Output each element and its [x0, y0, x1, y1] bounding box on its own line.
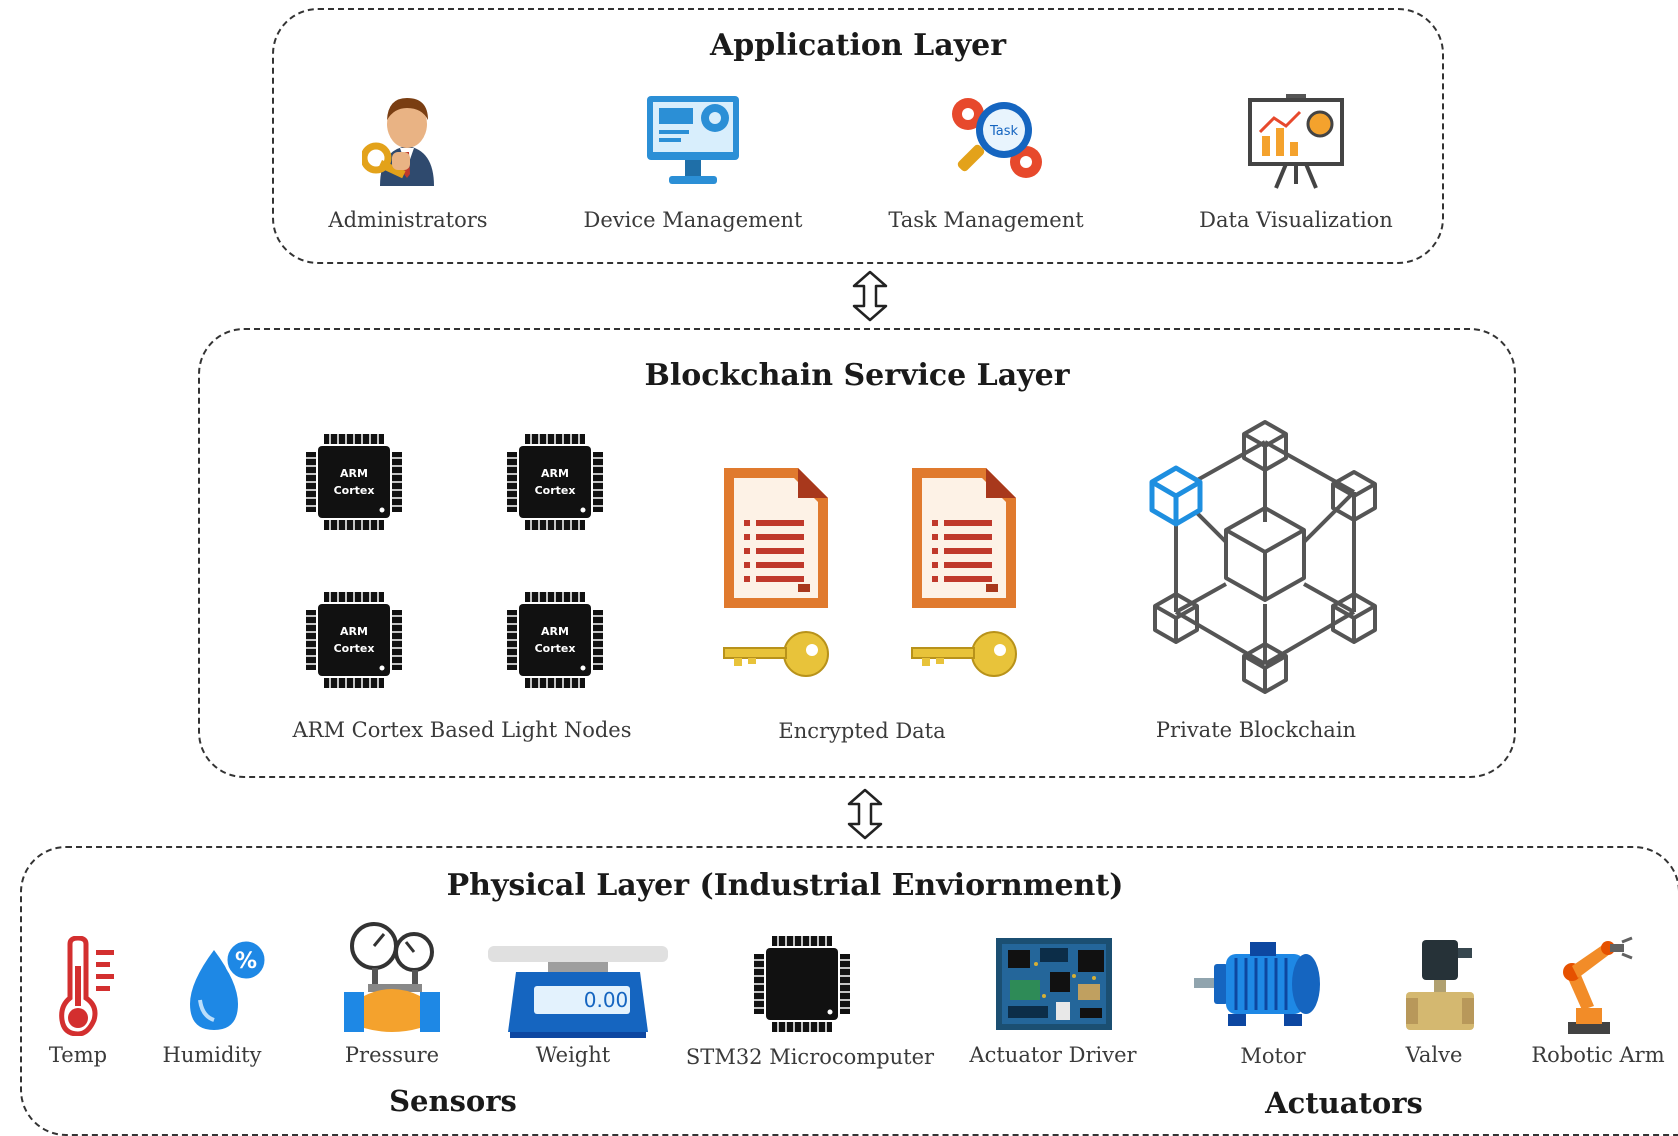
thermometer-icon: [59, 936, 114, 1036]
double-arrow-icon: [847, 788, 883, 840]
layer-title: Physical Layer (Industrial Enviornment): [446, 868, 1124, 903]
administrator-icon: [362, 98, 434, 186]
blockchain-group-label: ARM Cortex Based Light Nodes: [292, 718, 632, 742]
app-item-label: Data Visualization: [1199, 208, 1393, 232]
humidity-badge-text: %: [235, 949, 257, 974]
blockchain-service-layer: Blockchain Service Layer: [198, 328, 1516, 778]
task-badge-text: Task: [989, 124, 1019, 139]
double-arrow-icon: [852, 270, 888, 322]
physical-item-label: Weight: [535, 1043, 611, 1067]
physical-item-label: Pressure: [344, 1043, 440, 1067]
data-visualization-icon: [1248, 94, 1344, 189]
chip-text: Cortex: [535, 484, 576, 497]
arm-cortex-chip-icon: ARM Cortex: [507, 592, 603, 688]
physical-item-label: Temp: [48, 1043, 108, 1067]
arm-cortex-chip-icon: ARM Cortex: [507, 434, 603, 530]
chip-text: Cortex: [334, 642, 375, 655]
humidity-drop-icon: %: [190, 938, 268, 1030]
application-layer: Application Layer: [272, 8, 1444, 264]
blockchain-group-label: Encrypted Data: [778, 719, 946, 743]
layer-title: Blockchain Service Layer: [644, 358, 1070, 393]
chip-text: Cortex: [535, 642, 576, 655]
weight-display-text: 0.00: [584, 988, 629, 1012]
device-management-icon: [647, 96, 739, 184]
actuators-group-label: Actuators: [1265, 1086, 1423, 1120]
physical-item-label: Humidity: [162, 1043, 262, 1067]
chip-text: ARM: [340, 467, 368, 480]
physical-layer: Physical Layer (Industrial Enviornment): [20, 846, 1678, 1136]
arm-cortex-chip-icon: ARM Cortex: [306, 434, 402, 530]
microcontroller-chip-icon: [754, 936, 850, 1032]
arm-cortex-chip-icon: ARM Cortex: [306, 592, 402, 688]
physical-item-label: Robotic Arm: [1531, 1043, 1665, 1067]
chip-text: ARM: [541, 467, 569, 480]
solenoid-valve-icon: [1406, 940, 1474, 1030]
encrypted-document-icon: [723, 468, 829, 677]
sensors-group-label: Sensors: [389, 1084, 517, 1118]
weighing-scale-icon: 0.00: [488, 946, 668, 1038]
chip-text: ARM: [340, 625, 368, 638]
app-item-label: Task Management: [888, 208, 1084, 232]
blockchain-group-label: Private Blockchain: [1155, 718, 1357, 742]
chip-text: Cortex: [334, 484, 375, 497]
blockchain-network-icon: [1149, 420, 1377, 694]
chip-text: ARM: [541, 625, 569, 638]
layer-title: Application Layer: [709, 28, 1007, 63]
physical-item-label: Valve: [1405, 1043, 1463, 1067]
physical-item-label: STM32 Microcomputer: [685, 1045, 935, 1069]
app-item-label: Administrators: [328, 208, 488, 232]
app-item-label: Device Management: [583, 208, 803, 232]
encrypted-document-icon: [911, 468, 1017, 677]
physical-item-label: Actuator Driver: [969, 1043, 1137, 1067]
circuit-board-icon: [996, 938, 1112, 1030]
pressure-gauge-icon: [344, 922, 440, 1032]
task-management-icon: Task: [952, 98, 1042, 178]
robotic-arm-icon: [1563, 936, 1633, 1034]
electric-motor-icon: [1194, 942, 1320, 1026]
physical-item-label: Motor: [1240, 1044, 1306, 1068]
